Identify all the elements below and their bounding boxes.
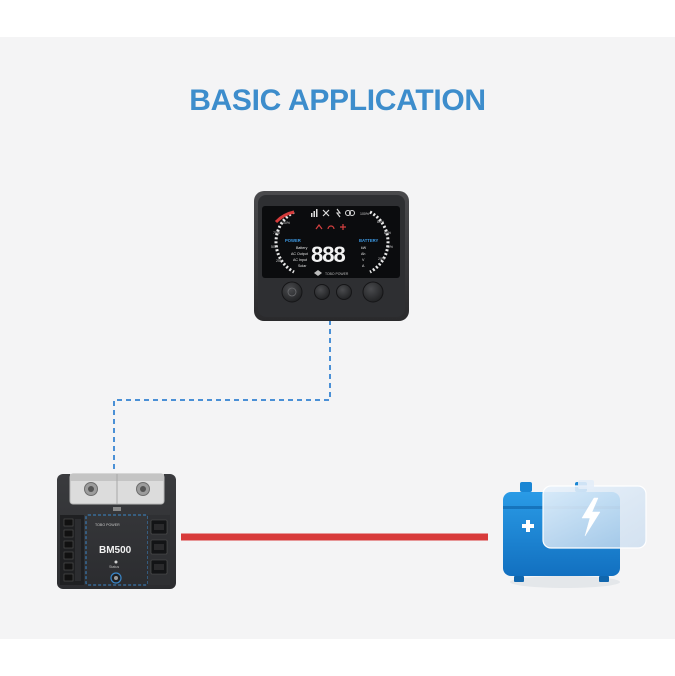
rj-ports — [148, 515, 170, 585]
unit-a: A — [362, 264, 365, 268]
bolt-icon — [581, 497, 601, 537]
terminal-strip — [60, 515, 84, 585]
battery-charging-icon — [503, 480, 647, 588]
display-brand-logo: TOBO POWER — [325, 272, 349, 276]
right-gauge-arc — [369, 210, 390, 274]
menu-solar: Solar — [298, 264, 307, 268]
right-scale-20: 20% — [378, 257, 385, 261]
monitor-brand: TOBO POWER — [95, 523, 120, 527]
left-scale-75: 75% — [273, 231, 280, 235]
monitor-status-label: Status — [109, 565, 119, 569]
display-brand-mark — [314, 270, 322, 276]
display-unit: 100% 75% 50% 25% 100% 80% 60% 40% 20% PO… — [254, 191, 409, 321]
left-scale-100: 100% — [281, 221, 290, 225]
right-scale-40: 40% — [386, 245, 393, 249]
left-scale-25: 25% — [276, 259, 283, 263]
right-scale-80: 80% — [377, 220, 384, 224]
battery-label: BATTERY — [359, 238, 379, 243]
power-label: POWER — [285, 238, 301, 243]
plus-symbol — [522, 520, 534, 532]
battery-monitor-bm500: TOBO POWER BM500 Status — [57, 473, 176, 589]
menu-ac-output: AC Output — [291, 252, 308, 256]
warning-icons — [315, 224, 346, 230]
menu-battery: Battery — [296, 246, 308, 250]
unit-v: V — [362, 258, 365, 262]
unit-kw: kW — [361, 246, 367, 250]
display-button-right[interactable] — [362, 281, 384, 303]
status-icons — [311, 208, 355, 218]
power-knob[interactable] — [281, 281, 303, 303]
monitor-model: BM500 — [99, 545, 132, 556]
left-gauge-arc — [274, 210, 295, 274]
unit-ah: Ah — [361, 252, 365, 256]
page-title: BASIC APPLICATION — [189, 84, 486, 117]
display-screen — [262, 206, 400, 278]
display-button-middle[interactable] — [336, 284, 352, 300]
seven-segment-readout: 888 — [311, 242, 345, 267]
display-button-left[interactable] — [314, 284, 330, 300]
menu-ac-input: AC Input — [293, 258, 307, 262]
signal-cable — [113, 320, 331, 470]
right-scale-100: 100% — [360, 212, 369, 216]
right-scale-60: 60% — [384, 231, 391, 235]
left-scale-50: 50% — [271, 245, 278, 249]
status-led — [114, 560, 118, 564]
